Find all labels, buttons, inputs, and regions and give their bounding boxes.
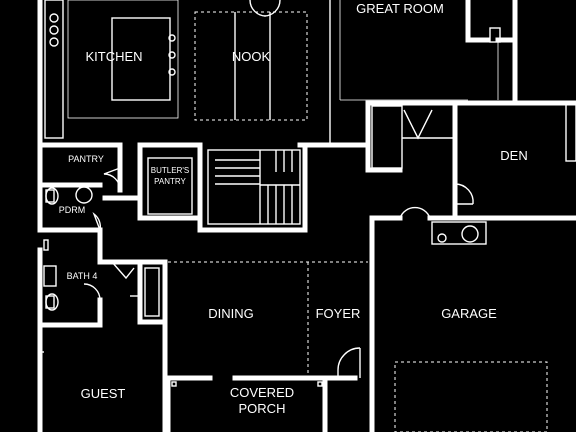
room-label-covered-porch-1: COVERED — [230, 385, 294, 400]
room-label-dining: DINING — [208, 306, 254, 321]
fixtures — [40, 0, 576, 432]
room-label-bath4: BATH 4 — [67, 271, 98, 281]
room-label-kitchen: KITCHEN — [85, 49, 142, 64]
room-label-great-room: GREAT ROOM — [356, 1, 444, 16]
walls — [37, 0, 576, 432]
room-label-covered-porch-2: PORCH — [239, 401, 286, 416]
room-label-garage: GARAGE — [441, 306, 497, 321]
room-label-butlers-pantry-1: BUTLER'S — [151, 166, 189, 175]
room-label-den: DEN — [500, 148, 527, 163]
room-label-pdrm: PDRM — [59, 205, 86, 215]
room-labels: GREAT ROOM KITCHEN NOOK PANTRY BUTLER'S … — [59, 1, 528, 416]
room-label-foyer: FOYER — [316, 306, 361, 321]
room-label-guest: GUEST — [81, 386, 126, 401]
room-label-butlers-pantry-2: PANTRY — [154, 177, 186, 186]
room-label-pantry: PANTRY — [68, 154, 104, 164]
room-label-nook: NOOK — [232, 49, 271, 64]
